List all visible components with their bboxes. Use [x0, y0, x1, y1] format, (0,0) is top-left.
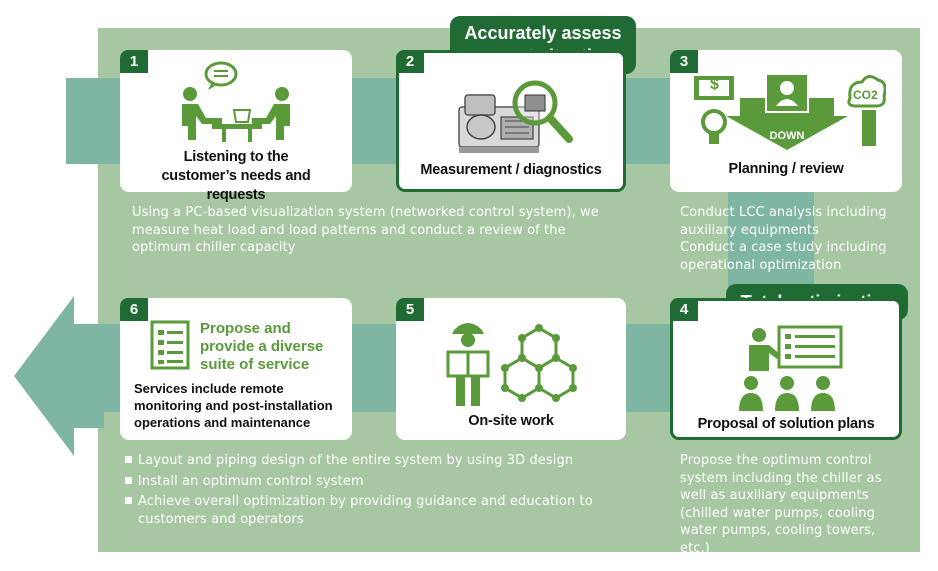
step-card-4: 4 Proposal of solution plans	[670, 298, 902, 440]
step-title: Proposal of solution plans	[697, 416, 875, 432]
description-step2: Using a PC-based visualization system (n…	[132, 205, 599, 255]
step-title: Measurement / diagnostics	[420, 162, 602, 178]
service-heading: Propose and provide a diverse suite of s…	[200, 320, 324, 373]
flow-arrow-left	[14, 296, 104, 456]
step-title: Planning / review	[728, 161, 844, 177]
flow-band-bottom-4-5	[622, 324, 672, 412]
step-number: 5	[396, 298, 424, 321]
step-number: 6	[120, 298, 148, 321]
worker-structure-icon	[446, 323, 577, 406]
list-item: ■ Layout and piping design of the entire…	[124, 452, 614, 470]
magnifier-chiller-icon	[458, 80, 573, 153]
list-item-text: Install an optimum control system	[138, 473, 364, 489]
co2-label: CO2	[853, 88, 878, 102]
checklist-icon	[150, 320, 190, 370]
description-step5-list: ■ Layout and piping design of the entire…	[124, 452, 614, 528]
list-item: ■ Install an optimum control system	[124, 473, 614, 491]
step-title: On-site work	[468, 413, 554, 429]
list-item-text: Layout and piping design of the entire s…	[138, 453, 574, 468]
description-step3-line: Conduct a case study including operation…	[680, 240, 887, 273]
list-item-text: Achieve overall optimization by providin…	[138, 494, 593, 527]
meeting-icon	[182, 61, 290, 142]
down-label: DOWN	[769, 130, 805, 142]
step-card-2: 2 Measurement / diagnostics	[396, 50, 626, 192]
step-title: Listening to the customer’s needs and re…	[161, 149, 311, 203]
bullet-icon: ■	[124, 455, 133, 465]
step-card-6: 6 Propose and provide a diverse suite of…	[120, 298, 352, 440]
presentation-icon	[739, 325, 843, 411]
flow-band-top-left	[66, 78, 126, 164]
list-item: ■ Achieve overall optimization by provid…	[124, 493, 614, 528]
bullet-icon: ■	[124, 475, 133, 486]
flow-band-vertical	[728, 190, 814, 302]
step-card-1: 1 Listening to the customer’s needs and …	[120, 50, 352, 203]
step-card-5: 5 On-site work	[396, 298, 626, 440]
step-card-3: 3 $ DOWN CO2 Planning / review	[670, 50, 902, 192]
description-step3: Conduct LCC analysis including auxiliary…	[680, 204, 900, 274]
planning-icons	[694, 73, 886, 150]
step-number: 3	[670, 50, 698, 73]
step-number: 2	[396, 50, 424, 73]
step-title: Services include remote monitoring and p…	[134, 381, 333, 430]
flow-band-top-1-2	[350, 78, 400, 164]
step-number: 4	[670, 298, 698, 321]
description-step4: Propose the optimum control system inclu…	[680, 453, 882, 556]
description-step3-line: Conduct LCC analysis including auxiliary…	[680, 205, 887, 238]
flow-band-top-2-3	[622, 78, 672, 164]
flow-band-bottom-5-6	[350, 324, 400, 412]
step-number: 1	[120, 50, 148, 73]
bullet-icon: ■	[124, 496, 133, 506]
money-label: $	[710, 76, 719, 93]
